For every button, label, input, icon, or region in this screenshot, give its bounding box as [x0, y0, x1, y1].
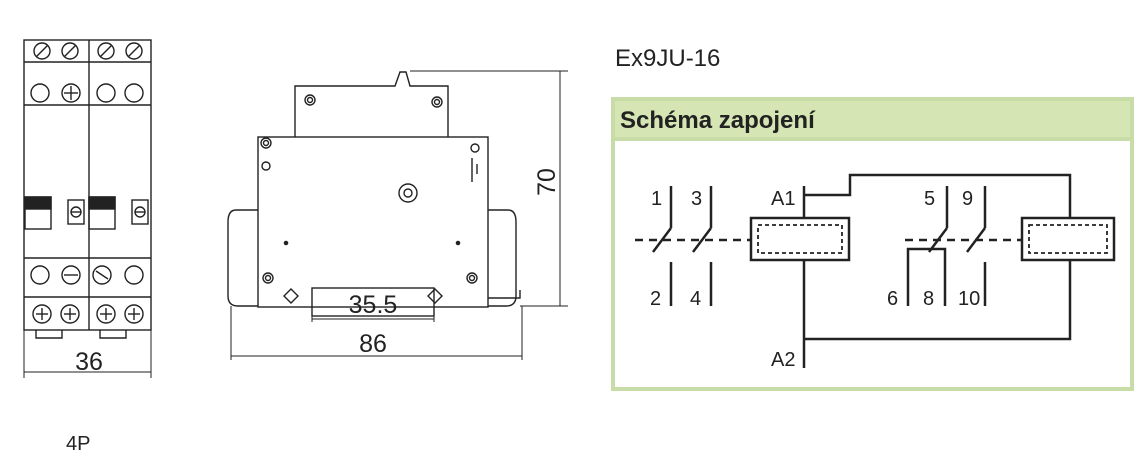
terminal-label-8: 8 — [923, 288, 934, 310]
terminal-label-3: 3 — [691, 188, 702, 210]
terminal-label-2: 2 — [650, 288, 661, 310]
pole-variant-label: 4P — [66, 433, 90, 455]
terminal-label-6: 6 — [887, 288, 898, 310]
terminal-label-10: 10 — [958, 288, 980, 310]
terminal-label-1: 1 — [651, 188, 662, 210]
depth-dimension-label: 86 — [359, 330, 387, 358]
coil-inner-dashes — [757, 224, 1108, 254]
terminal-label-a1: A1 — [771, 188, 795, 210]
product-code: Ex9JU-16 — [615, 45, 720, 72]
terminal-label-5: 5 — [924, 188, 935, 210]
rail-dimension-label: 35.5 — [349, 291, 398, 319]
terminal-label-4: 4 — [690, 288, 701, 310]
side-view-drawing — [227, 70, 568, 360]
scheme-title: Schéma zapojení — [620, 107, 816, 134]
scheme-frame — [611, 97, 1134, 391]
height-dimension-label: 70 — [533, 168, 561, 196]
wiring-scheme-panel — [611, 97, 1134, 391]
width-dimension-label: 36 — [75, 348, 103, 376]
terminal-label-9: 9 — [962, 188, 973, 210]
front-view-drawing — [23, 39, 152, 378]
scheme-header-bar — [611, 97, 1134, 141]
terminal-label-a2: A2 — [771, 349, 795, 371]
